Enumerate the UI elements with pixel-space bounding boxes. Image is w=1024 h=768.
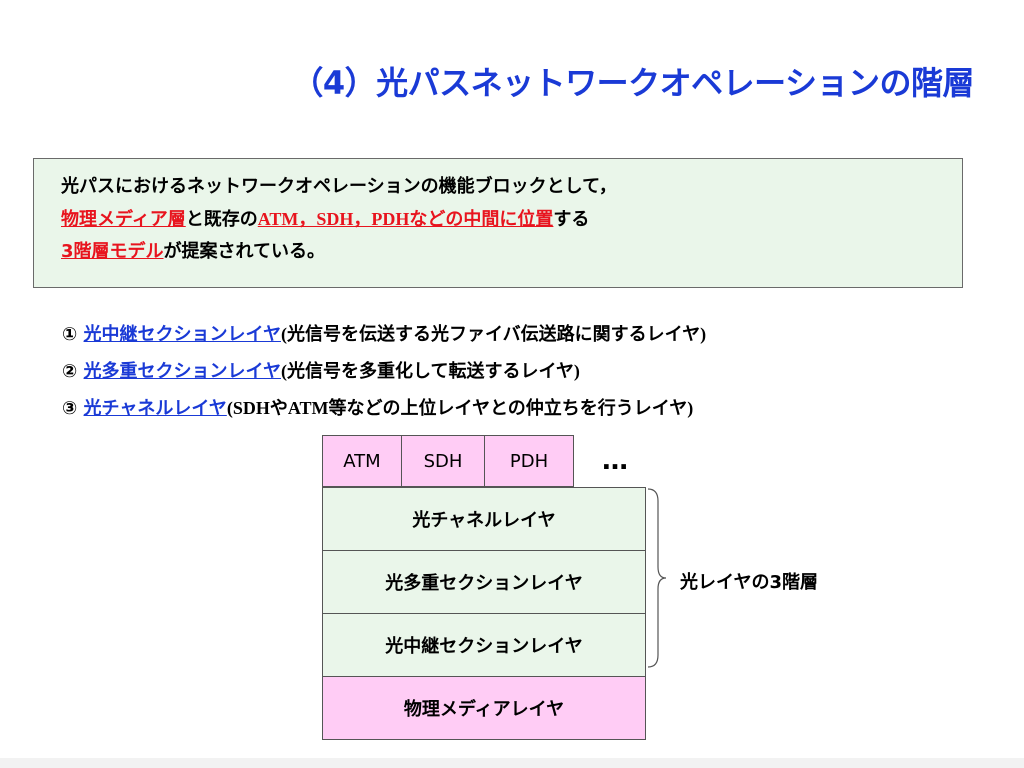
list-item: ③ 光チャネルレイヤ(SDHやATM等などの上位レイヤとの仲立ちを行うレイヤ) bbox=[62, 390, 706, 427]
more-protocols-ellipsis: … bbox=[602, 446, 629, 476]
optical-channel-layer-box: 光チャネルレイヤ bbox=[322, 487, 646, 551]
slide-title: （4）光パスネットワークオペレーションの階層 bbox=[291, 64, 974, 102]
layer-description-ya: や bbox=[269, 398, 288, 419]
list-item: ① 光中継セクションレイヤ(光信号を伝送する光ファイバ伝送路に関するレイヤ) bbox=[62, 316, 706, 353]
intro-box: 光パスにおけるネットワークオペレーションの機能ブロックとして， 物理メディア層と… bbox=[33, 158, 963, 288]
layer-description: 光信号を多重化して転送するレイヤ bbox=[287, 361, 574, 382]
layer-name-link[interactable]: 光チャネルレイヤ bbox=[83, 398, 227, 419]
protocol-box-atm: ATM bbox=[322, 435, 402, 487]
physical-media-layer-text: 物理メディア層 bbox=[61, 209, 186, 230]
list-marker: ③ bbox=[62, 398, 78, 419]
paren-open: ( bbox=[281, 324, 287, 344]
optical-multiplex-layer-box: 光多重セクションレイヤ bbox=[322, 550, 646, 614]
optical-three-layers-label: 光レイヤの3階層 bbox=[680, 572, 818, 593]
optical-repeater-layer-box: 光中継セクションレイヤ bbox=[322, 613, 646, 677]
list-item: ② 光多重セクションレイヤ(光信号を多重化して転送するレイヤ) bbox=[62, 353, 706, 390]
protocol-box-pdh: PDH bbox=[484, 435, 574, 487]
layers-list: ① 光中継セクションレイヤ(光信号を伝送する光ファイバ伝送路に関するレイヤ) ②… bbox=[62, 316, 706, 427]
layer-description-sdh: SDH bbox=[232, 398, 270, 418]
footer-bar bbox=[0, 758, 1024, 768]
three-layer-model-text: 3階層モデル bbox=[61, 241, 164, 262]
intro-line-2-text: と既存の bbox=[185, 209, 258, 230]
list-marker: ① bbox=[62, 324, 78, 345]
layer-name-link[interactable]: 光中継セクションレイヤ bbox=[83, 324, 281, 345]
layer-description: 光信号を伝送する光ファイバ伝送路に関するレイヤ bbox=[287, 324, 701, 345]
paren-close: ) bbox=[687, 398, 694, 418]
intro-line-2: 物理メディア層と既存のATM，SDH，PDHなどの中間に位置する bbox=[61, 203, 962, 236]
paren-close: ) bbox=[700, 324, 707, 344]
intro-line-3: 3階層モデルが提案されている。 bbox=[61, 236, 962, 268]
layer-description-atm: ATM bbox=[287, 398, 329, 418]
layer-description: 等などの上位レイヤとの仲立ちを行うレイヤ bbox=[328, 398, 688, 419]
paren-close: ) bbox=[573, 361, 580, 381]
intro-line-2-end: する bbox=[553, 209, 590, 230]
intermediate-position-text: などの中間に位置 bbox=[409, 209, 554, 230]
intro-line-3-text: が提案されている。 bbox=[163, 241, 325, 262]
existing-protocols-text: ATM，SDH，PDH bbox=[257, 209, 410, 229]
paren-open: ( bbox=[226, 398, 233, 418]
protocol-box-sdh: SDH bbox=[401, 435, 485, 487]
list-marker: ② bbox=[62, 361, 78, 382]
layer-name-link[interactable]: 光多重セクションレイヤ bbox=[83, 361, 281, 382]
intro-line-1: 光パスにおけるネットワークオペレーションの機能ブロックとして， bbox=[61, 176, 617, 197]
right-brace-icon bbox=[647, 488, 667, 668]
paren-open: ( bbox=[281, 361, 287, 381]
physical-media-layer-box: 物理メディアレイヤ bbox=[322, 676, 646, 740]
